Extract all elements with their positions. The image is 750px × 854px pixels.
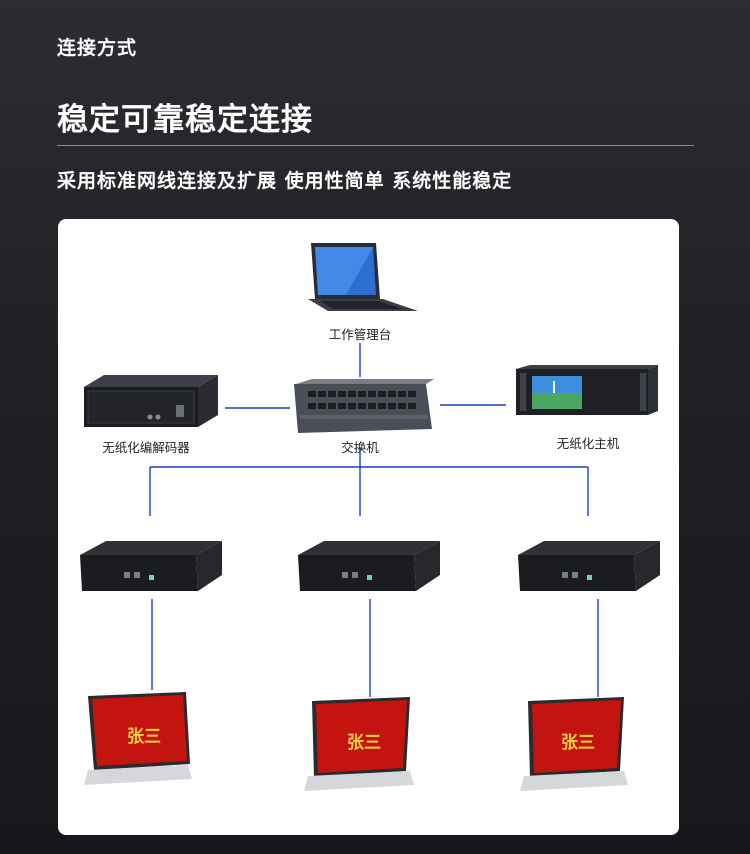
switch-label: 交换机 — [341, 437, 379, 456]
screen-name-2: 张三 — [347, 728, 381, 753]
terminal-box-icon-1 — [80, 541, 222, 591]
laptop-icon — [308, 243, 418, 311]
codec-label: 无纸化编解码器 — [102, 437, 190, 456]
workstation-label: 工作管理台 — [329, 324, 392, 343]
screen-name-3: 张三 — [561, 728, 595, 753]
codec-rack-icon — [84, 375, 218, 427]
terminal-box-icon-2 — [298, 541, 440, 591]
screen-name-1: 张三 — [127, 722, 161, 747]
network-switch-icon — [294, 379, 434, 433]
page-headline: 稳定可靠稳定连接 — [57, 94, 313, 139]
divider — [57, 145, 694, 146]
network-diagram-panel: 工作管理台 无纸化编解码器 交换机 无纸化主机 张三 张三 张三 — [58, 219, 679, 835]
feature-subline: 采用标准网线连接及扩展 使用性简单 系统性能稳定 — [57, 166, 512, 193]
host-label: 无纸化主机 — [557, 433, 620, 452]
terminal-box-icon-3 — [518, 541, 660, 591]
section-label: 连接方式 — [57, 33, 137, 60]
host-server-icon — [516, 365, 658, 415]
